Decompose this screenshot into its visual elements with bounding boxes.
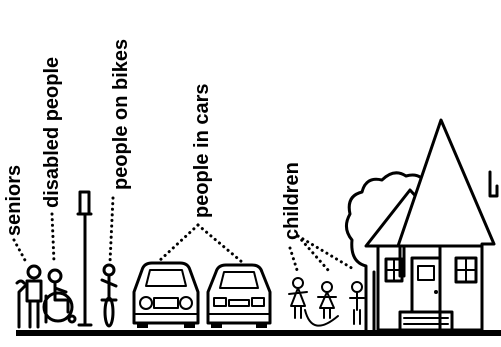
children-figures [289, 278, 364, 326]
label-children: children [281, 162, 303, 240]
car-left [134, 263, 198, 328]
cyclist-figure [102, 265, 116, 326]
ground-line [16, 330, 501, 336]
label-seniors: seniors [3, 165, 25, 236]
label-people-on-bikes: people on bikes [110, 39, 132, 190]
wheelchair-figure [44, 270, 75, 322]
senior-figure [17, 266, 41, 327]
street-lamp [78, 192, 91, 325]
house [366, 120, 497, 330]
label-disabled-people: disabled people [41, 57, 63, 208]
car-right [208, 265, 270, 328]
label-people-in-cars: people in cars [191, 84, 213, 219]
leader-lines [14, 198, 355, 270]
